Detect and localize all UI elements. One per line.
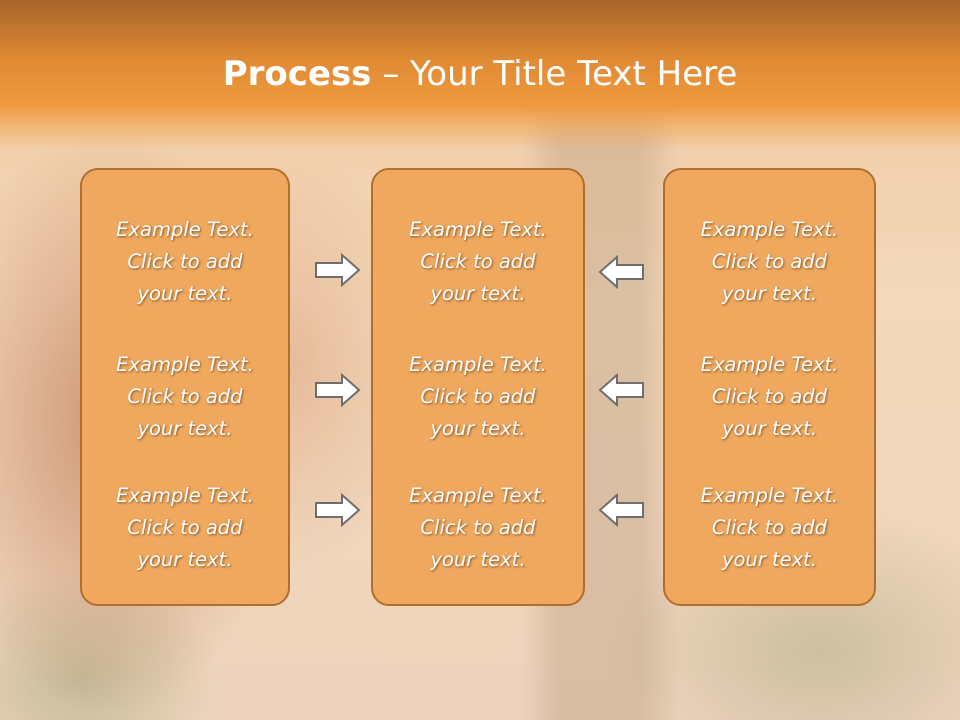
text-line: Click to add	[127, 516, 243, 539]
text-line: Example Text.	[116, 218, 254, 241]
text-line: Example Text.	[700, 218, 839, 241]
arrow-left-icon	[598, 254, 644, 290]
text-line: your text.	[721, 548, 818, 571]
box-text[interactable]: Example Text. Click to add your text.	[82, 214, 288, 310]
text-line: Click to add	[711, 250, 828, 273]
text-line: your text.	[430, 282, 526, 305]
text-line: your text.	[137, 548, 233, 571]
text-line: Example Text.	[116, 484, 254, 507]
process-box-left[interactable]: Example Text. Click to add your text. Ex…	[80, 168, 290, 606]
arrow-right-icon	[315, 252, 361, 288]
text-line: Click to add	[127, 385, 243, 408]
arrow-right-icon	[315, 492, 361, 528]
text-line: Example Text.	[700, 353, 839, 376]
title-rest: – Your Title Text Here	[371, 54, 738, 94]
text-line: your text.	[430, 548, 526, 571]
box-text[interactable]: Example Text. Click to add your text.	[82, 480, 288, 576]
text-line: your text.	[137, 282, 233, 305]
text-line: Example Text.	[409, 353, 547, 376]
text-line: Click to add	[420, 516, 536, 539]
text-line: Click to add	[127, 250, 243, 273]
text-line: Example Text.	[409, 484, 547, 507]
title-bold: Process	[222, 54, 372, 94]
slide-title[interactable]: Process – Your Title Text Here	[0, 52, 960, 96]
text-line: your text.	[430, 417, 526, 440]
arrow-right-icon	[315, 372, 361, 408]
text-line: your text.	[721, 417, 818, 440]
text-line: your text.	[137, 417, 233, 440]
text-line: Click to add	[711, 516, 828, 539]
text-line: Example Text.	[409, 218, 547, 241]
box-text[interactable]: Example Text. Click to add your text.	[665, 480, 874, 576]
arrow-left-icon	[598, 372, 644, 408]
text-line: Example Text.	[116, 353, 254, 376]
box-text[interactable]: Example Text. Click to add your text.	[665, 349, 874, 445]
process-box-center[interactable]: Example Text. Click to add your text. Ex…	[371, 168, 585, 606]
text-line: Example Text.	[700, 484, 839, 507]
text-line: Click to add	[420, 385, 536, 408]
box-text[interactable]: Example Text. Click to add your text.	[665, 214, 874, 310]
box-text[interactable]: Example Text. Click to add your text.	[82, 349, 288, 445]
text-line: your text.	[721, 282, 818, 305]
title-banner	[0, 0, 960, 150]
process-box-right[interactable]: Example Text. Click to add your text. Ex…	[663, 168, 876, 606]
text-line: Click to add	[420, 250, 536, 273]
box-text[interactable]: Example Text. Click to add your text.	[373, 480, 583, 576]
box-text[interactable]: Example Text. Click to add your text.	[373, 214, 583, 310]
text-line: Click to add	[711, 385, 828, 408]
arrow-left-icon	[598, 492, 644, 528]
box-text[interactable]: Example Text. Click to add your text.	[373, 349, 583, 445]
